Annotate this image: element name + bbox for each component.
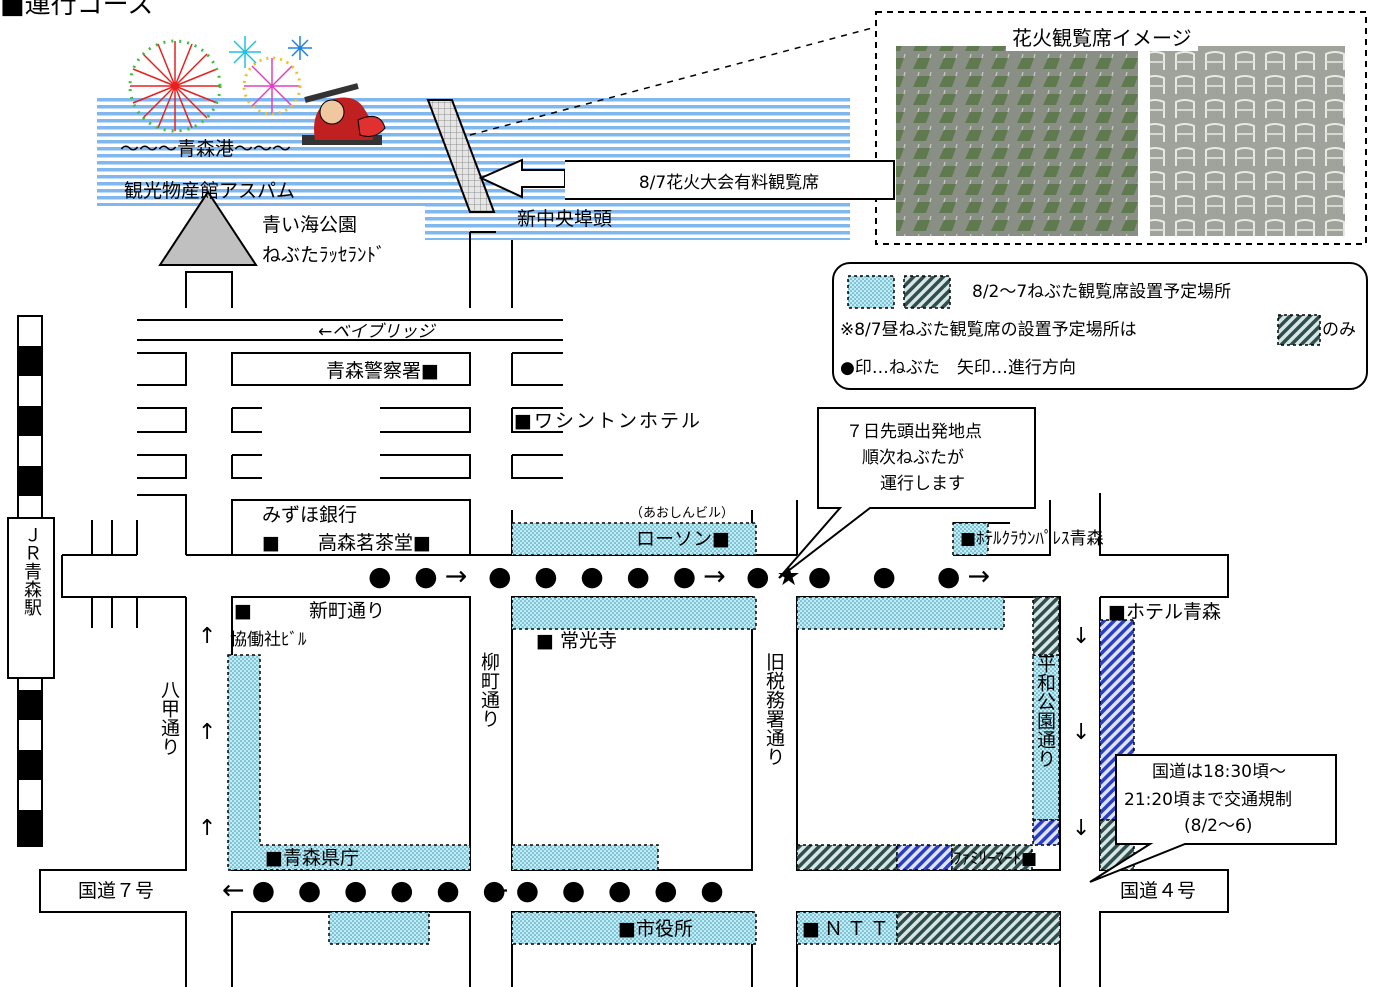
legend-box <box>832 262 1368 390</box>
route7-label: 国道７号 <box>78 880 155 902</box>
park-label: 青い海公園 <box>262 214 358 236</box>
nebuta-dots-route7-2: ←● ● ● ● ● <box>486 875 731 906</box>
yanagi-street-label: 柳町通り <box>478 652 500 728</box>
legend-line1: 8/2～7ねぶた観覧席設置予定場所 <box>972 282 1232 302</box>
traffic-line2: 21:20頃まで交通規制 <box>1124 790 1292 810</box>
joko-label: ■ 常光寺 <box>536 630 617 652</box>
arrow-down-2: ↓ <box>1072 720 1091 745</box>
arrow-down-3: ↓ <box>1072 816 1091 841</box>
rasserand-label: ねぶたﾗｯｾﾗﾝﾄﾞ <box>262 244 386 266</box>
legend-line3: ●印…ねぶた 矢印…進行方向 <box>840 358 1076 378</box>
harbor-label: ～～～青森港～～～ <box>120 138 292 160</box>
hakko-street-label: 八甲通り <box>158 680 180 756</box>
page-title: ■運行コース <box>0 0 154 20</box>
jr-station-label: ＪＲ青森駅 <box>21 526 42 616</box>
arrow-up-2: ↑ <box>198 720 217 745</box>
legend-line2b: のみ <box>1322 320 1356 340</box>
shinmachi-label: ■ 新町通り <box>234 600 385 622</box>
hotel-aomori-label: ■ホテル青森 <box>1108 601 1221 623</box>
nebuta-figure-icon <box>302 83 386 145</box>
family-mart-label: ﾌｧﾐﾘｰﾏｰﾄ■ <box>953 849 1038 869</box>
fireworks-icon <box>128 36 312 133</box>
jr-railway <box>7 315 55 847</box>
nebuta-dots-shinmachi-3: ●★● ● ●→ <box>746 561 998 592</box>
pier-label: 新中央埠頭 <box>517 208 613 230</box>
takamori-label: ■ 高森茗茶堂■ <box>262 532 431 554</box>
traffic-line1: 国道は18:30頃～ <box>1152 762 1286 782</box>
start-point-line1: ７日先頭出発地点 <box>846 422 982 442</box>
photo-panel-title: 花火観覧席イメージ <box>1006 22 1198 51</box>
legend-line2a: ※8/7昼ねぶた観覧席の設置予定場所は <box>840 320 1137 340</box>
city-hall-label: ■市役所 <box>618 918 693 940</box>
arrow-down-1: ↓ <box>1072 624 1091 649</box>
traffic-line3: (8/2～6) <box>1184 816 1253 836</box>
nebuta-dots-shinmachi-2: ● ● ● ● ●→ <box>488 561 733 592</box>
nebuta-dots-route7-1: ←● ● ● ● ● ● <box>222 875 513 906</box>
police-label: 青森警察署■ <box>326 360 439 382</box>
ntt-label: ■ＮＴＴ <box>802 918 893 940</box>
start-point-line3: 運行します <box>880 474 965 494</box>
crown-label: ■ﾎﾃﾙｸﾗｳﾝﾊﾟﾚｽ青森 <box>960 529 1104 549</box>
aspam-label: 観光物産館アスパム <box>124 180 296 202</box>
prefecture-label: ■青森県庁 <box>265 847 359 869</box>
mizuho-label: みずほ銀行 <box>262 504 358 526</box>
washington-label: ■ワシントンホテル <box>514 410 702 432</box>
nebuta-dots-shinmachi-1: ● ●→ <box>368 561 475 592</box>
kyuzei-street-label: 旧税務署通り <box>763 652 785 766</box>
aoshin-label: （あおしんビル） <box>630 506 735 521</box>
arrow-up-1: ↑ <box>198 624 217 649</box>
route4-label: 国道４号 <box>1120 880 1197 902</box>
fireworks-seats-callout: 8/7花火大会有料観覧席 <box>565 160 895 200</box>
bay-bridge-label: ←ベイブリッジ <box>318 322 435 342</box>
heiwa-street-label: 平和公園通り <box>1034 654 1056 768</box>
lawson-label: ローソン■ <box>636 528 730 550</box>
arrow-up-3: ↑ <box>198 816 217 841</box>
kyodo-label: 協働社ﾋﾞﾙ <box>230 630 307 650</box>
start-point-line2: 順次ねぶたが <box>862 448 964 468</box>
fireworks-seats-label: 8/7花火大会有料観覧席 <box>638 172 820 193</box>
